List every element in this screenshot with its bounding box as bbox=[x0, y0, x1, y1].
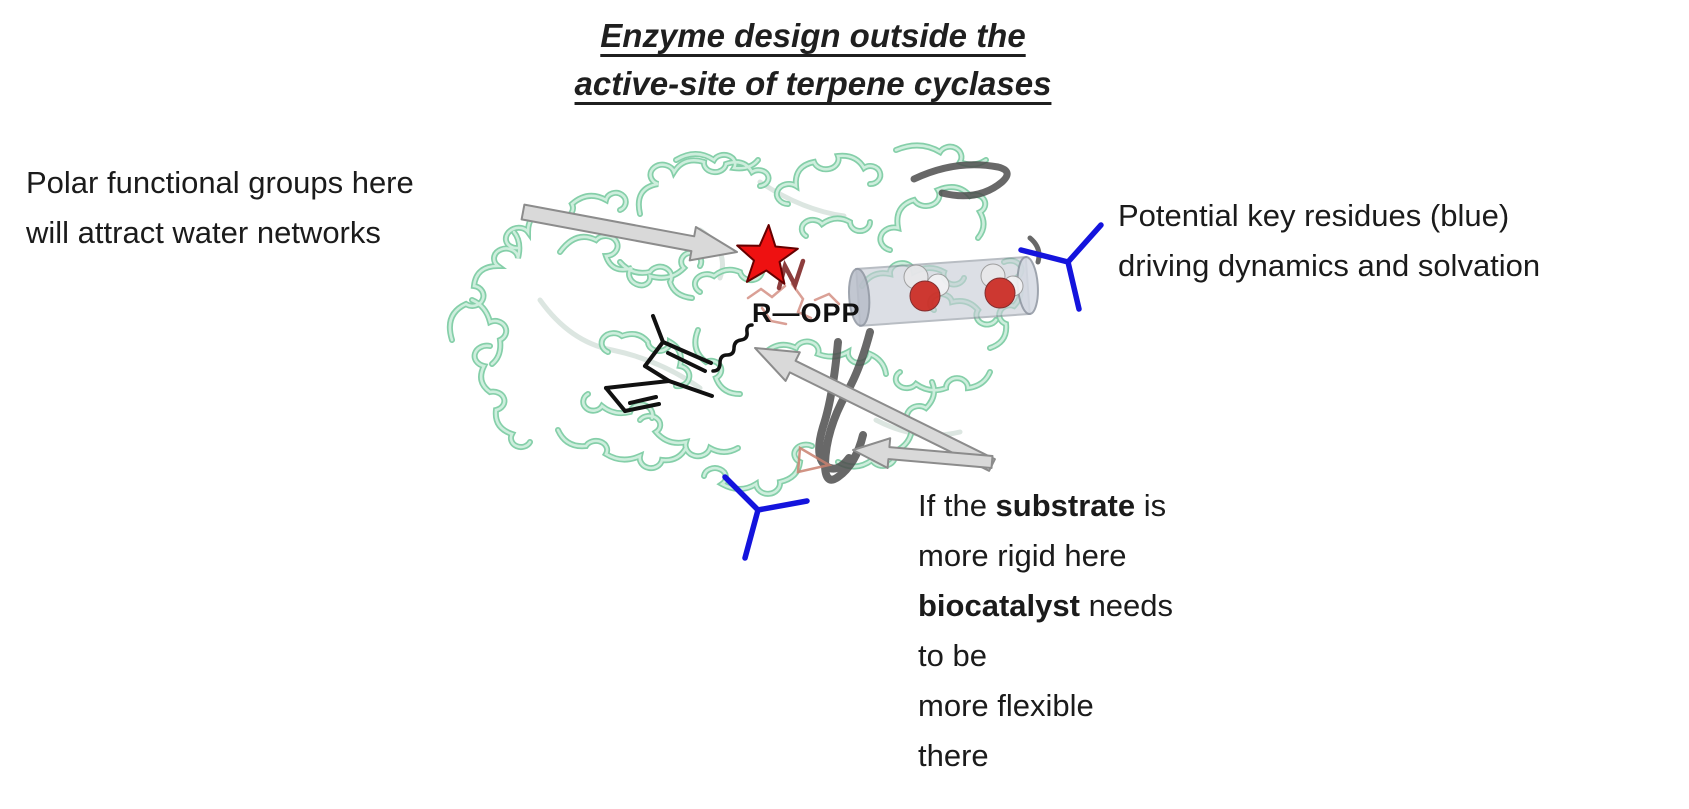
annotation-residues-line1: Potential key residues (blue) bbox=[1118, 198, 1510, 233]
key-residue-right-icon bbox=[1018, 222, 1104, 312]
annotation-substrate-line3: biocatalyst needs bbox=[918, 588, 1174, 623]
arrow-substrate-to-loop-icon bbox=[852, 437, 994, 469]
slide-title: Enzyme design outside the active-site of… bbox=[463, 12, 1163, 108]
active-site-star-icon bbox=[736, 224, 799, 285]
annotation-substrate-line2: more rigid here bbox=[918, 538, 1127, 573]
annotation-substrate-flexibility: If the substrate is more rigid here bioc… bbox=[918, 481, 1173, 781]
annotation-polar-line2: will attract water networks bbox=[26, 215, 381, 250]
substrate-structure bbox=[604, 314, 714, 413]
squiggle-bond bbox=[711, 323, 754, 373]
key-residue-bottom-icon bbox=[722, 474, 810, 561]
salmon-triangle-loop bbox=[796, 445, 833, 474]
annotation-substrate-line5: more flexible bbox=[918, 688, 1094, 723]
active-site-sticks bbox=[746, 282, 841, 326]
key-residues bbox=[722, 222, 1104, 561]
annotation-polar-line1: Polar functional groups here bbox=[26, 165, 414, 200]
annotation-substrate-line4: to be bbox=[918, 638, 987, 673]
slide-title-line1: Enzyme design outside the bbox=[600, 17, 1026, 54]
slide-title-line2: active-site of terpene cyclases bbox=[574, 65, 1052, 102]
annotation-arrows bbox=[520, 203, 996, 472]
arrow-polar-groups-icon bbox=[520, 203, 738, 262]
annotation-substrate-line6: there bbox=[918, 738, 989, 773]
annotation-polar-groups: Polar functional groups here will attrac… bbox=[26, 158, 414, 258]
water-molecule-2 bbox=[980, 263, 1024, 309]
ligand-label: R—OPP bbox=[752, 298, 861, 328]
annotation-substrate-line1: If the substrate is bbox=[918, 488, 1167, 523]
water-molecule-1 bbox=[903, 264, 950, 312]
annotation-residues-line2: driving dynamics and solvation bbox=[1118, 248, 1541, 283]
annotation-key-residues: Potential key residues (blue) driving dy… bbox=[1118, 191, 1540, 291]
